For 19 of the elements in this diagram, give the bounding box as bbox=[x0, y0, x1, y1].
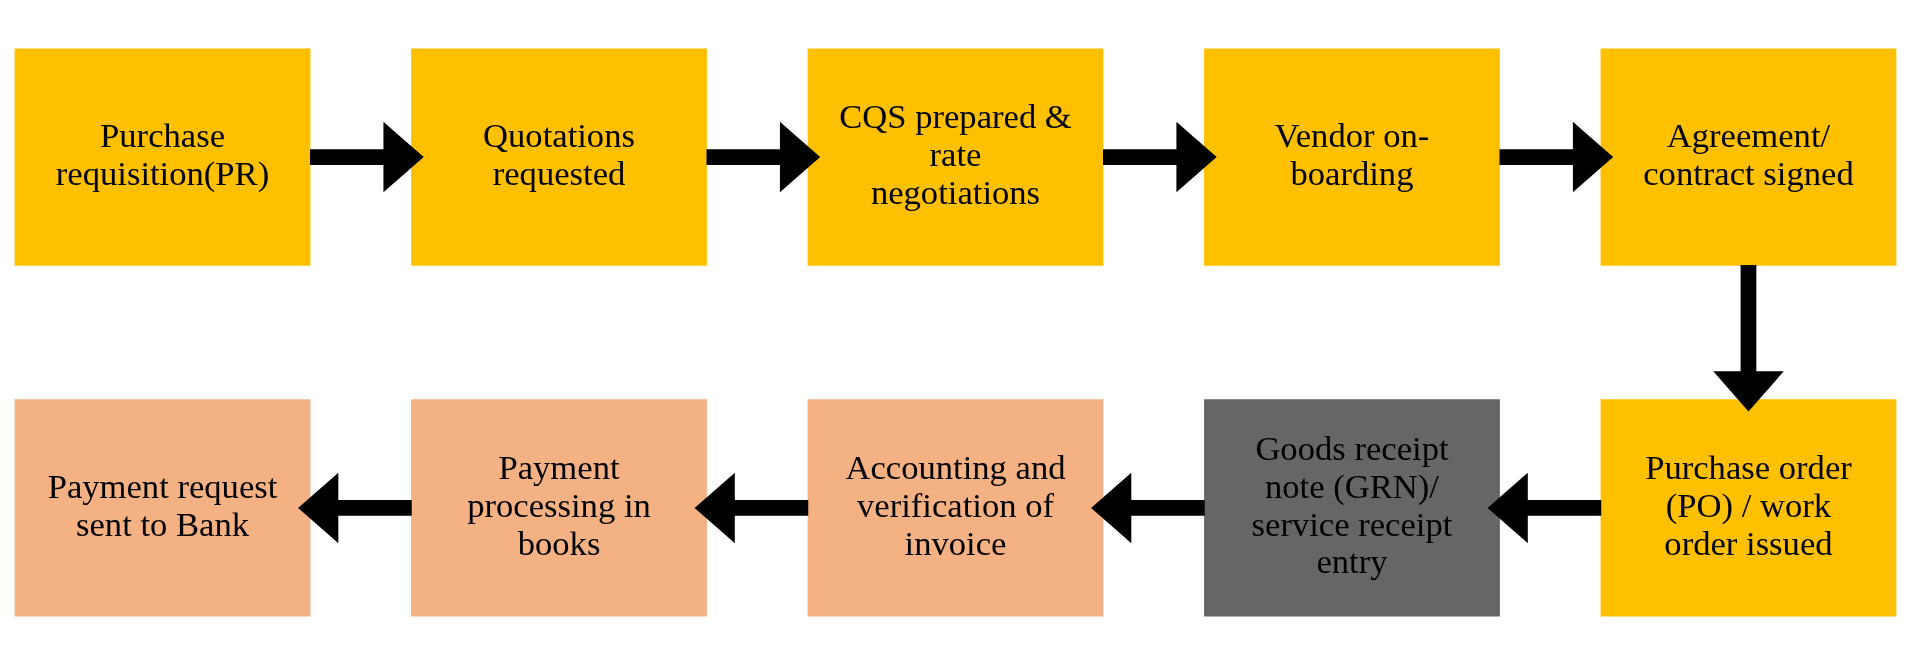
arrow bbox=[1103, 121, 1217, 193]
arrow bbox=[1091, 472, 1205, 544]
node-box: Goods receipt note (GRN)/ service receipt entry bbox=[1204, 399, 1500, 617]
node-box: Quotations requested bbox=[411, 48, 707, 266]
node-box: Purchase order (PO) / work order issued bbox=[1600, 399, 1897, 617]
arrow bbox=[310, 121, 424, 193]
arrow bbox=[1713, 265, 1784, 412]
node-box: Payment processing in books bbox=[411, 399, 707, 617]
node-box: Agreement/ contract signed bbox=[1600, 48, 1897, 266]
arrow bbox=[298, 472, 412, 544]
node-box: Purchase requisition(PR) bbox=[14, 48, 311, 266]
arrow bbox=[694, 472, 809, 544]
arrow bbox=[706, 121, 821, 193]
node-box: Vendor on-boarding bbox=[1204, 48, 1500, 266]
node-box: Payment request sent to Bank bbox=[14, 399, 311, 617]
arrow bbox=[1487, 472, 1602, 544]
arrow bbox=[1499, 121, 1614, 193]
node-box: CQS prepared & rate negotiations bbox=[807, 48, 1104, 266]
node-box: Accounting and verification of invoice bbox=[807, 399, 1104, 617]
